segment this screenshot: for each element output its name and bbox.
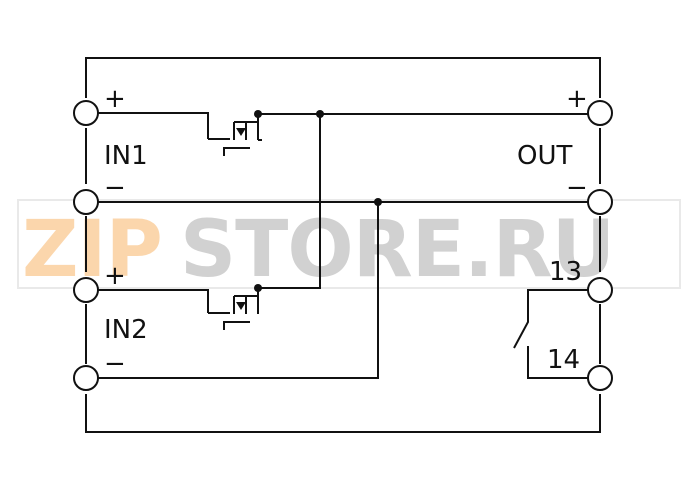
in2-label: IN2 [104, 315, 148, 345]
contact-14-label: 14 [547, 345, 580, 375]
terminal-in2-minus [73, 365, 99, 391]
terminal-in2-plus [73, 277, 99, 303]
contact-13-label: 13 [549, 257, 582, 287]
out-minus-label: − [566, 173, 588, 203]
terminal-13 [587, 277, 613, 303]
watermark-frame [17, 199, 681, 289]
junction-dot-4 [254, 284, 262, 292]
relay-contact [513, 289, 588, 379]
terminal-out-plus [587, 100, 613, 126]
junction-dot-1 [254, 110, 262, 118]
module-outline [85, 57, 601, 433]
in1-label: IN1 [104, 141, 148, 171]
in2-minus-label: − [104, 349, 126, 379]
terminal-14 [587, 365, 613, 391]
in2-plus-label: + [104, 261, 126, 291]
in2-minus-wire [98, 202, 379, 379]
watermark-part2: STORE.RU [180, 205, 614, 295]
terminal-in1-minus [73, 189, 99, 215]
in1-plus-label: + [104, 84, 126, 114]
out-plus-label: + [566, 84, 588, 114]
mosfet-1 [208, 114, 262, 156]
terminal-in1-plus [73, 100, 99, 126]
in2-plus-wire [98, 289, 209, 313]
mosfet2-link-wire [258, 114, 321, 289]
in1-plus-wire [98, 112, 209, 139]
in1-minus-label: − [104, 173, 126, 203]
terminal-out-minus [587, 189, 613, 215]
out-label: OUT [517, 141, 572, 171]
mosfet-2 [208, 288, 259, 330]
